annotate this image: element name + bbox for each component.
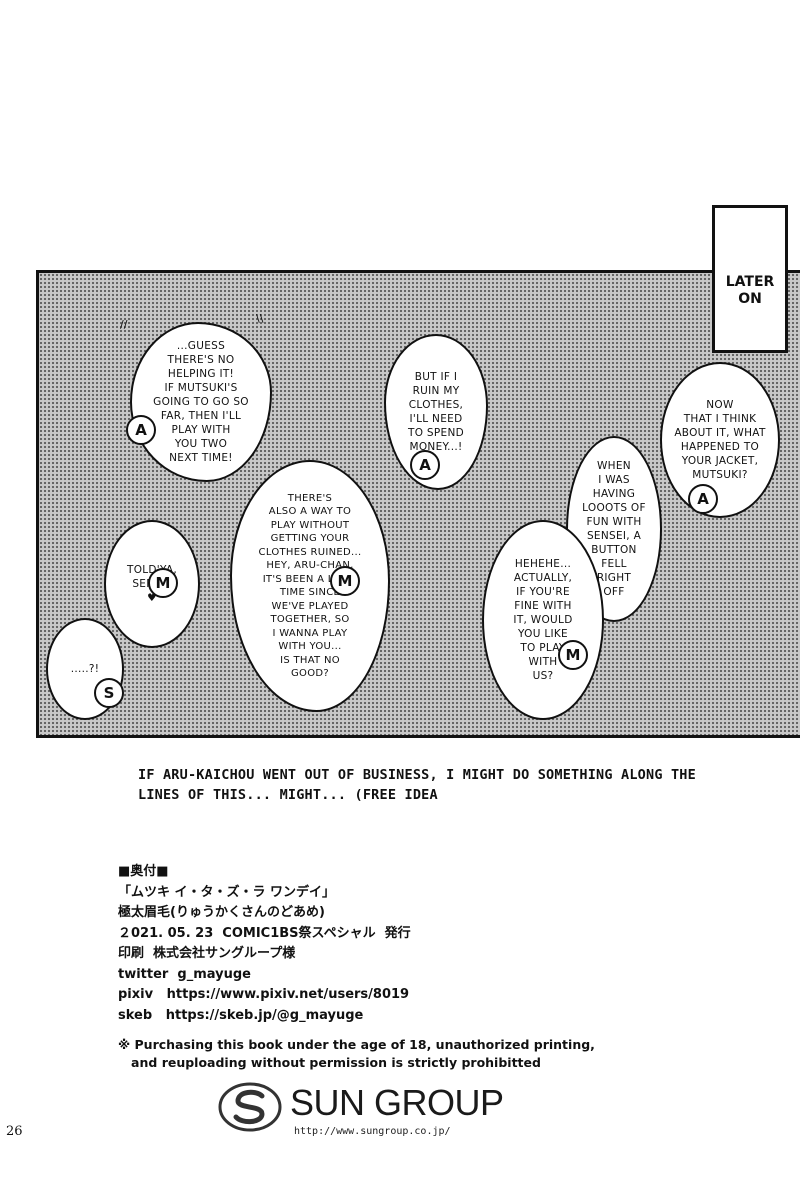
speaker-badge-a: A (688, 484, 718, 514)
bubble-text: ...GUESS THERE'S NO HELPING IT! IF MUTSU… (153, 340, 249, 464)
twitter-handle: twitter g_mayuge (118, 966, 251, 982)
skeb-link[interactable]: skeb https://skeb.jp/@g_mayuge (118, 1007, 364, 1023)
sun-group-logo-icon (218, 1082, 282, 1132)
later-on-label: LATER ON (725, 274, 775, 307)
page-number: 26 (6, 1124, 23, 1139)
afterword-caption: IF ARU-KAICHOU WENT OUT OF BUSINESS, I M… (138, 767, 696, 803)
printer: 印刷 株式会社サングループ様 (118, 946, 296, 961)
shake-marks: // (120, 318, 128, 331)
speech-bubble-mutsuki-1: WHEN I WAS HAVING LOOOTS OF FUN WITH SEN… (566, 436, 662, 622)
bubble-text: HEHEHE... ACTUALLY, IF YOU'RE FINE WITH … (513, 558, 573, 682)
bubble-text: .....?! (70, 663, 100, 675)
later-on-box: LATER ON (712, 205, 788, 353)
pixiv-link[interactable]: pixiv https://www.pixiv.net/users/8019 (118, 987, 410, 1002)
colophon-heading: ■奥付■ (118, 864, 169, 879)
speaker-badge-a: A (410, 450, 440, 480)
bubble-text: BUT IF I RUIN MY CLOTHES, I'LL NEED TO S… (408, 371, 464, 453)
speaker-badge-s: S (94, 678, 124, 708)
speech-bubble-aru-1: ...GUESS THERE'S NO HELPING IT! IF MUTSU… (130, 322, 272, 482)
speaker-badge-a: A (126, 415, 156, 445)
publish-date: ２021. 05. 23 COMIC1BS祭スペシャル 発行 (118, 925, 411, 941)
circle-name: 極太眉毛(りゅうかくさんのどあめ) (118, 905, 325, 920)
book-title: 「ムツキ イ・タ・ズ・ラ ワンデイ」 (118, 884, 336, 900)
legal-notice: ※ Purchasing this book under the age of … (118, 1037, 595, 1070)
colophon: ■奥付■ 「ムツキ イ・タ・ズ・ラ ワンデイ」 極太眉毛(りゅうかくさんのどあめ… (118, 862, 411, 1026)
speech-bubble-s: .....?! (46, 618, 124, 720)
speech-bubble-mutsuki-3: HEHEHE... ACTUALLY, IF YOU'RE FINE WITH … (482, 520, 604, 720)
sun-group-logo: SUN GROUP http://www.sungroup.co.jp/ (216, 1080, 536, 1142)
speaker-badge-m: M (148, 568, 178, 598)
bubble-text: NOW THAT I THINK ABOUT IT, WHAT HAPPENED… (674, 399, 766, 481)
speech-bubble-mutsuki-2: THERE'S ALSO A WAY TO PLAY WITHOUT GETTI… (230, 460, 390, 712)
bubble-text: WHEN I WAS HAVING LOOOTS OF FUN WITH SEN… (582, 460, 646, 598)
logo-url[interactable]: http://www.sungroup.co.jp/ (294, 1126, 451, 1137)
speech-bubble-aru-3: NOW THAT I THINK ABOUT IT, WHAT HAPPENED… (660, 362, 780, 518)
speaker-badge-m: M (330, 566, 360, 596)
logo-name: SUN GROUP (290, 1082, 504, 1123)
speaker-badge-m: M (558, 640, 588, 670)
shake-marks: \\ (256, 312, 264, 325)
